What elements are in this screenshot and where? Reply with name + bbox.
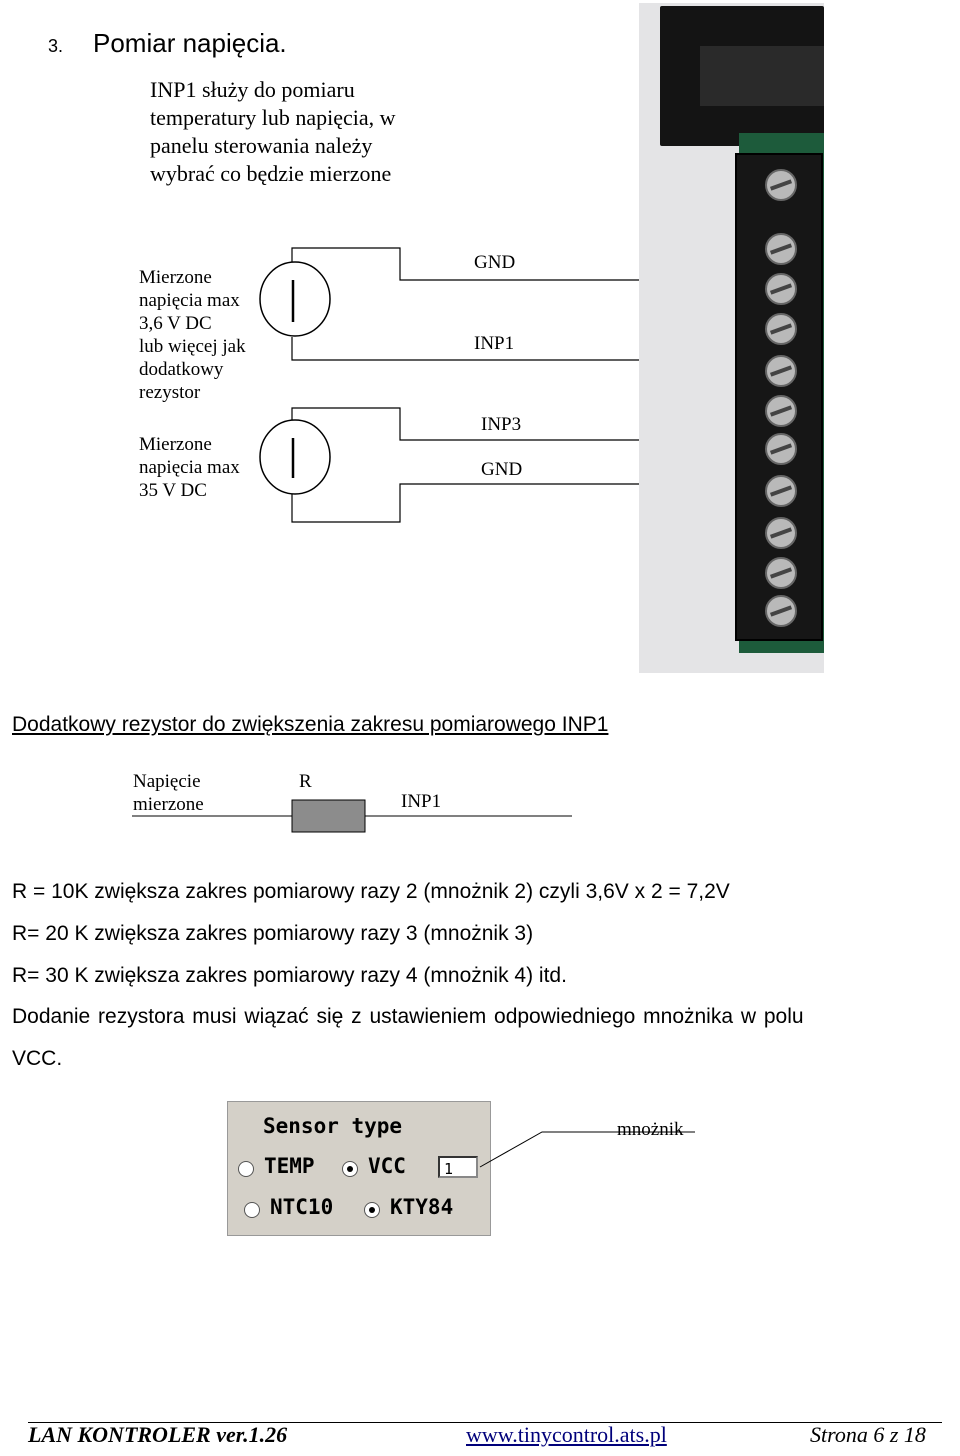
option-vcc: VCC — [368, 1154, 406, 1178]
radio-vcc[interactable] — [342, 1161, 358, 1177]
radio-ntc10[interactable] — [244, 1202, 260, 1218]
voltage-source-1 — [259, 261, 331, 337]
radio-temp[interactable] — [238, 1161, 254, 1177]
screw-icon — [765, 557, 797, 589]
option-ntc10: NTC10 — [270, 1195, 334, 1219]
screw-icon — [765, 395, 797, 427]
section-number: 3. — [48, 36, 64, 56]
label-inp1: INP1 — [401, 791, 442, 812]
option-kty84: KTY84 — [390, 1195, 454, 1219]
screw-icon — [765, 595, 797, 627]
wire-inp1 — [291, 337, 640, 361]
explanation-line: VCC. — [12, 1047, 63, 1070]
label-measured-voltage: Napięcie mierzone — [133, 771, 204, 815]
intro-text: INP1 służy do pomiaru temperatury lub na… — [150, 76, 450, 188]
sensor-type-title: Sensor type — [263, 1114, 403, 1138]
resistor-diagram — [132, 799, 572, 833]
screw-icon — [765, 355, 797, 387]
intro-line: panelu sterowania należy — [150, 133, 373, 158]
pin-label-gnd: GND — [474, 252, 516, 273]
explanation-line: R= 20 K zwiększa zakres pomiarowy razy 3… — [12, 922, 534, 945]
pin-label-gnd: GND — [481, 459, 523, 480]
footer-url-link[interactable]: www.tinycontrol.ats.pl — [466, 1422, 667, 1447]
explanation-line: R = 10K zwiększa zakres pomiarowy razy 2… — [12, 880, 730, 903]
label-source-2: Mierzone napięcia max 35 V DC — [139, 434, 240, 501]
footer-divider — [28, 1422, 942, 1423]
voltage-source-2 — [259, 419, 331, 495]
callout-line — [479, 1131, 695, 1168]
screw-icon — [765, 433, 797, 465]
power-jack — [660, 6, 824, 146]
section-title: Pomiar napięcia. — [93, 28, 287, 58]
callout-multiplier: mnożnik — [617, 1119, 684, 1140]
screw-icon — [765, 233, 797, 265]
resistor-symbol — [291, 799, 366, 833]
option-temp: TEMP — [264, 1154, 315, 1178]
pin-label-inp1: INP1 — [474, 333, 515, 354]
resistor-section-title: Dodatkowy rezystor do zwiększenia zakres… — [12, 713, 609, 736]
screw-icon — [765, 273, 797, 305]
explanation-line: Dodanie rezystora musi wiązać się z usta… — [12, 1005, 804, 1028]
intro-line: INP1 służy do pomiaru — [150, 77, 355, 102]
screw-icon — [765, 517, 797, 549]
label-source-1: Mierzone napięcia max 3,6 V DC lub więce… — [139, 267, 246, 403]
wire-gnd-1 — [291, 247, 640, 281]
wire-gnd-2 — [291, 483, 640, 523]
intro-line: wybrać co będzie mierzone — [150, 161, 392, 186]
label-resistor: R — [299, 771, 312, 792]
wire-inp3 — [291, 407, 640, 441]
vcc-multiplier-input[interactable]: 1 — [438, 1156, 478, 1178]
wiring-diagram — [259, 247, 640, 523]
board-photo — [639, 3, 824, 673]
terminal-block — [735, 153, 823, 641]
explanation-line: R= 30 K zwiększa zakres pomiarowy razy 4… — [12, 964, 567, 987]
footer-product: LAN KONTROLER ver.1.26 — [28, 1422, 288, 1447]
sensor-type-panel: Sensor type TEMP VCC 1 NTC10 KTY84 — [227, 1101, 491, 1236]
footer-page-number: Strona 6 z 18 — [810, 1422, 926, 1447]
screw-icon — [765, 475, 797, 507]
intro-line: temperatury lub napięcia, w — [150, 105, 396, 130]
pin-label-inp3: INP3 — [481, 414, 522, 435]
screw-icon — [765, 313, 797, 345]
screw-icon — [765, 169, 797, 201]
radio-kty84[interactable] — [364, 1202, 380, 1218]
